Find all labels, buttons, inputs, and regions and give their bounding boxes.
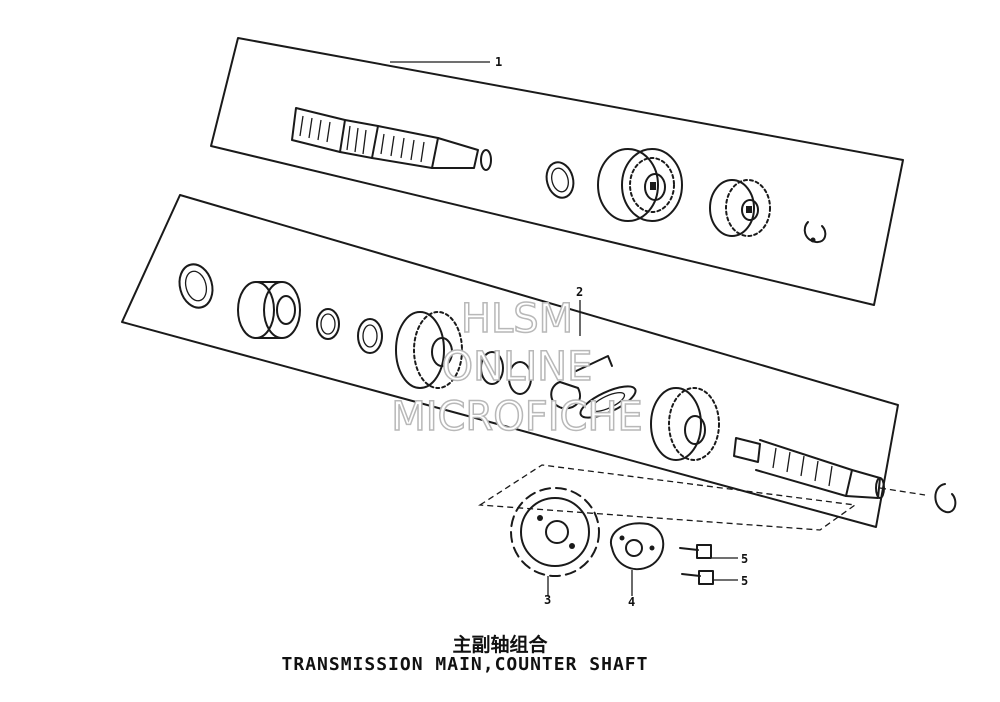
callout-5b: 5 [741, 574, 748, 588]
counter-axis [879, 487, 926, 496]
watermark-line-2: ONLINE [442, 344, 593, 390]
lock-washer [550, 355, 613, 410]
main-gear-small [709, 179, 771, 237]
counter-gear-1 [237, 281, 301, 339]
circlip-main [545, 161, 575, 199]
snap-ring-main [803, 221, 827, 244]
callout-4: 4 [628, 595, 635, 609]
bolt-upper [679, 544, 712, 559]
main-shaft-frame [210, 37, 904, 306]
watermark-line-1: HLSM [461, 296, 573, 342]
snap-ring-counter [934, 483, 957, 514]
counter-shaft-frame [121, 194, 899, 528]
title-chinese: 主副轴组合 [452, 634, 548, 656]
drive-sprocket [510, 487, 600, 577]
bushing [480, 351, 532, 395]
main-shaft [291, 107, 492, 171]
callout-1: 1 [495, 55, 502, 69]
callout-5a: 5 [741, 552, 748, 566]
callout-2: 2 [576, 285, 583, 299]
counter-shaft [733, 437, 885, 499]
callout-3: 3 [544, 593, 551, 607]
leader-lines [390, 61, 738, 596]
watermark: HLSM ONLINE MICROFICHE [390, 295, 643, 441]
washer-3 [357, 318, 383, 354]
washer-2 [316, 308, 340, 340]
title-english: TRANSMISSION MAIN,COUNTER SHAFT [281, 654, 649, 675]
watermark-line-3: MICROFICHE [391, 394, 643, 440]
counter-gear-large [395, 311, 463, 389]
bolt-lower [681, 570, 714, 585]
main-gear-large [597, 148, 683, 222]
washer-1 [178, 263, 214, 309]
sprocket-group-frame [478, 464, 857, 531]
thrust-washer [579, 385, 637, 419]
fixing-plate [609, 522, 665, 571]
counter-gear-2 [650, 387, 720, 461]
